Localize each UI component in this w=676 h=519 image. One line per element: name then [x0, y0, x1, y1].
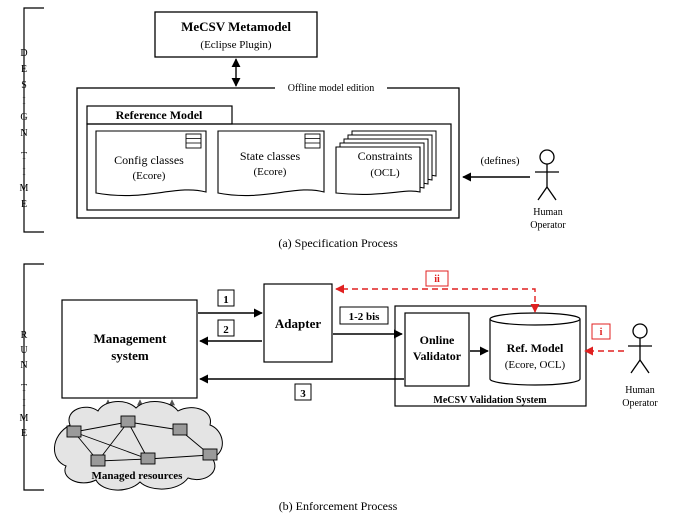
config-classes-doc: Config classes (Ecore) [95, 130, 207, 197]
human-operator-icon [535, 149, 559, 201]
side-letter: N [20, 360, 27, 371]
resource-node [140, 452, 156, 465]
resource-node [90, 454, 106, 467]
resource-node [120, 415, 136, 428]
step-2-label: 2 [223, 324, 229, 336]
config-classes-subtitle: (Ecore) [133, 170, 166, 182]
adapter-box: Adapter [263, 283, 333, 363]
state-classes-subtitle: (Ecore) [254, 166, 287, 178]
caption-b: (b) Enforcement Process [279, 499, 398, 513]
side-letter: R [21, 330, 28, 341]
marker-ii-arrow [335, 284, 540, 313]
marker-i-label: i [600, 327, 603, 338]
side-letter: S [21, 80, 27, 91]
managed-resources-cloud: Managed resources [54, 401, 223, 491]
side-letter: D [20, 48, 27, 59]
side-letter: G [20, 112, 27, 123]
step-12bis-label: 1-2 bis [349, 311, 381, 323]
state-classes-title: State classes [240, 149, 301, 163]
side-letter: M [20, 413, 29, 424]
ref-model-subtitle: (Ecore, OCL) [505, 359, 566, 371]
side-letter: T [21, 383, 27, 394]
management-system-box: Management system [61, 299, 198, 399]
reference-model: Reference Model [86, 105, 452, 211]
step-2-badge [217, 319, 235, 337]
metamodel-box: MeCSV Metamodel (Eclipse Plugin) [154, 11, 318, 58]
constraints-title: Constraints [358, 149, 413, 163]
ref-model-database-icon: Ref. Model (Ecore, OCL) [489, 312, 581, 386]
side-letter: I [22, 96, 25, 107]
marker-ii-label: ii [434, 274, 440, 285]
constraints-subtitle: (OCL) [370, 167, 400, 179]
side-letter: E [21, 428, 27, 439]
class-icon [185, 133, 202, 149]
marker-i-badge [591, 323, 611, 340]
ref-model-title: Ref. Model [507, 341, 564, 355]
state-classes-doc: State classes (Ecore) [217, 130, 325, 197]
operator-label: Human [625, 385, 654, 396]
caption-a: (a) Specification Process [278, 236, 398, 250]
design-time-bracket: D E S I G N T I M E [20, 7, 44, 233]
operator-label: Operator [622, 398, 658, 409]
constraints-docs: Constraints (OCL) [335, 130, 437, 195]
side-letter: U [20, 345, 28, 356]
step-3-label: 3 [300, 388, 306, 400]
run-time-bracket: R U N T I M E [20, 263, 44, 491]
step-3-badge [294, 383, 312, 401]
config-classes-title: Config classes [114, 153, 184, 167]
step-1-label: 1 [223, 294, 229, 306]
validation-system-label: MeCSV Validation System [433, 395, 547, 406]
marker-ii-badge [425, 270, 449, 287]
side-letter: M [20, 183, 29, 194]
managed-resources-label: Managed resources [92, 470, 184, 482]
defines-label: (defines) [480, 155, 519, 167]
class-icon [304, 133, 321, 149]
side-letter: E [21, 64, 27, 75]
metamodel-title: MeCSV Metamodel [181, 19, 291, 34]
adapter-label: Adapter [275, 316, 321, 331]
validator-title: Online [420, 333, 455, 347]
side-letter: N [20, 128, 27, 139]
side-letter: I [22, 167, 25, 178]
management-title: Management [94, 331, 168, 346]
management-subtitle: system [111, 348, 149, 363]
reference-model-title: Reference Model [116, 108, 203, 122]
operator-label: Human [533, 207, 562, 218]
side-letter: T [21, 151, 27, 162]
offline-edition-box: Offline model edition [76, 82, 460, 219]
offline-edition-label: Offline model edition [288, 83, 374, 94]
operator-label: Operator [530, 220, 566, 231]
resource-node [66, 425, 82, 438]
metamodel-subtitle: (Eclipse Plugin) [200, 39, 272, 51]
side-letter: E [21, 199, 27, 210]
resource-node [172, 423, 188, 436]
validator-subtitle: Validator [413, 349, 462, 363]
online-validator-box: Online Validator [404, 312, 470, 387]
resource-node [202, 448, 218, 461]
side-letter: I [22, 398, 25, 409]
step-1-badge [217, 289, 235, 307]
human-operator-icon [628, 323, 652, 374]
